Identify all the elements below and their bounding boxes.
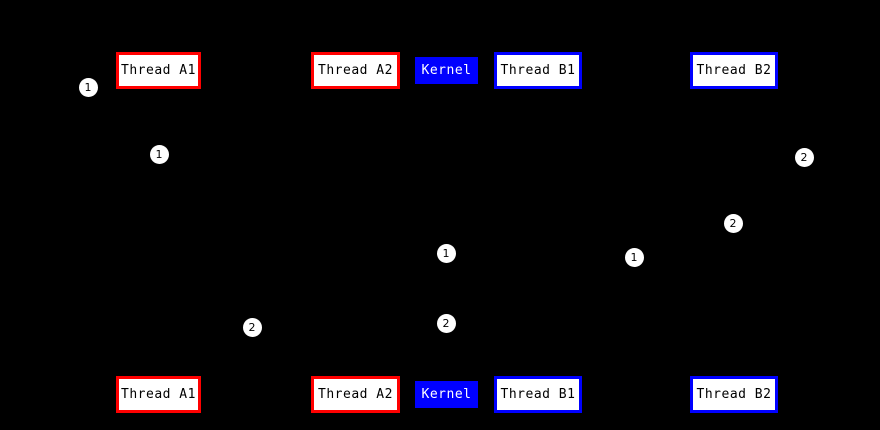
participant-thread-a1-bottom[interactable]: Thread A1 — [116, 376, 201, 413]
lifeline-kernel — [446, 84, 447, 381]
participant-label: Kernel — [421, 387, 472, 402]
participant-label: Thread A1 — [121, 387, 196, 402]
participant-thread-b2-top[interactable]: Thread B2 — [690, 52, 778, 89]
sequence-marker: 2 — [242, 317, 262, 337]
participant-kernel-bottom[interactable]: Kernel — [415, 381, 478, 408]
message-arrow-5 — [446, 253, 634, 254]
participant-label: Thread A2 — [318, 387, 393, 402]
sequence-marker-number: 1 — [84, 80, 92, 94]
lifeline-thread-b2 — [734, 89, 735, 376]
participant-thread-b1-top[interactable]: Thread B1 — [494, 52, 582, 89]
participant-thread-a1-top[interactable]: Thread A1 — [116, 52, 201, 89]
sequence-marker-number: 2 — [800, 150, 808, 164]
sequence-marker: 1 — [78, 77, 98, 97]
participant-thread-a2-bottom[interactable]: Thread A2 — [311, 376, 400, 413]
participant-label: Kernel — [421, 63, 472, 78]
sequence-marker-number: 2 — [729, 216, 737, 230]
sequence-marker: 2 — [436, 313, 456, 333]
lifeline-thread-a1 — [158, 89, 159, 376]
sequence-marker: 1 — [149, 144, 169, 164]
participant-label: Thread B1 — [500, 63, 576, 78]
sequence-marker: 2 — [794, 147, 814, 167]
message-arrow-6 — [252, 323, 446, 324]
participant-thread-b2-bottom[interactable]: Thread B2 — [690, 376, 778, 413]
participant-label: Thread B2 — [696, 387, 772, 402]
participant-label: Thread A1 — [121, 63, 196, 78]
participant-kernel-top[interactable]: Kernel — [415, 57, 478, 84]
participant-label: Thread B1 — [500, 387, 576, 402]
lifeline-thread-a2 — [355, 89, 356, 376]
participant-thread-a2-top[interactable]: Thread A2 — [311, 52, 400, 89]
sequence-marker: 2 — [723, 213, 743, 233]
sequence-marker-number: 2 — [442, 316, 450, 330]
sequence-marker-number: 2 — [248, 320, 256, 334]
message-arrow-4 — [538, 223, 734, 224]
participant-label: Thread A2 — [318, 63, 393, 78]
participant-thread-b1-bottom[interactable]: Thread B1 — [494, 376, 582, 413]
sequence-marker: 1 — [436, 243, 456, 263]
sequence-marker: 1 — [624, 247, 644, 267]
lifeline-thread-b1 — [538, 89, 539, 376]
participant-label: Thread B2 — [696, 63, 772, 78]
sequence-marker-number: 1 — [630, 250, 638, 264]
message-arrow-3 — [734, 157, 804, 158]
sequence-marker-number: 1 — [155, 147, 163, 161]
sequence-marker-number: 1 — [442, 246, 450, 260]
message-arrow-2 — [159, 154, 446, 155]
